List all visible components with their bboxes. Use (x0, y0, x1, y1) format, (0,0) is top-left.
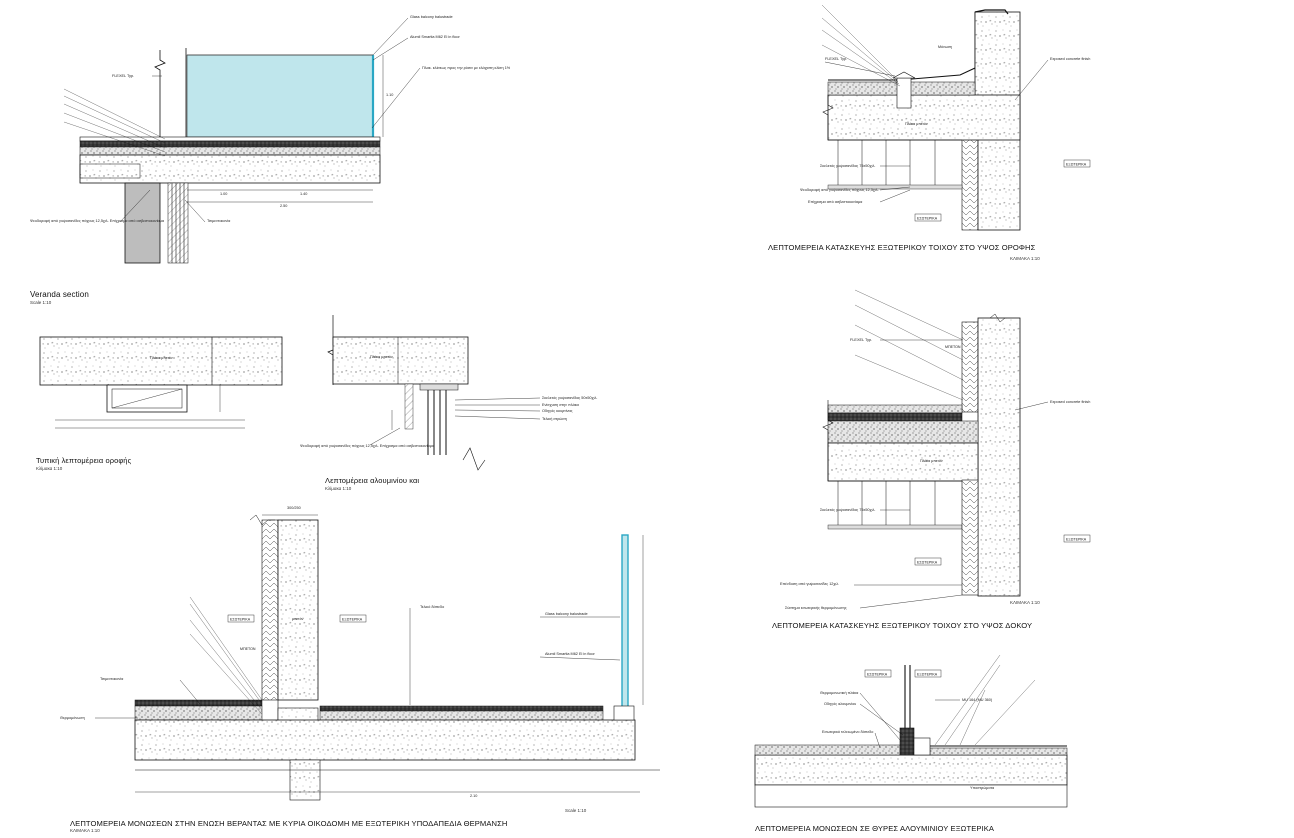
veranda-insulation-detail: 300/250 μπετόν 2.10 ΕΣΩΤΕΡΙΚΑ ΕΞΩΤΕΡΙΚΑ … (60, 506, 660, 833)
wall-roof-insul-label: Μόνωση (938, 45, 952, 49)
wall-roof-tag-outside: ΕΞΩΤΕΡΙΚΑ (1066, 163, 1087, 167)
wall-roof-title: ΛΕΠΤΟΜΕΡΕΙΑ ΚΑΤΑΣΚΕΥΗΣ ΕΞΩΤΕΡΙΚΟΥ ΤΟΙΧΟΥ… (768, 243, 1036, 252)
wall-concrete-label: μπετόν (292, 617, 304, 621)
door-note-layers: Υποστρώματα (970, 786, 995, 790)
door-profile (899, 727, 915, 756)
typical-roof-detail: Πλάκα μπετόν Τυπική λεπτομέρεια οροφής Κ… (36, 336, 283, 471)
veranda-leader-stack (63, 88, 166, 157)
door-note-plate: Θερμομονωτική πλάκα (820, 691, 859, 695)
insulation-detail-title: ΛΕΠΤΟΜΕΡΕΙΑ ΜΟΝΩΣΕΩΝ ΣΤΗΝ ΕΝΩΣΗ ΒΕΡΑΝΤΑΣ… (70, 819, 507, 828)
veranda-dim-4: 1.10 (386, 93, 393, 97)
aluminium-note-5: Ψευδοροφή από γυψοσανίδες πάχους 12,5χιλ… (300, 444, 435, 448)
door-tag-inside: ΕΣΩΤΕΡΙΚΑ (867, 673, 888, 677)
wall-beam-concrete-tag: ΜΠΕΤΟΝ (945, 345, 961, 349)
wall-beam-note-board: Επένδυση από γυψοσανίδες 12χιλ. (780, 582, 839, 586)
insulation-note-mortar: Τσιμεντοκονία (100, 677, 124, 681)
aluminium-note-1: Σκελετός γυψοσανίδας 50x50χιλ. (542, 396, 597, 400)
wall-beam-scale: ΚΛΙΜΑΚΑ 1:10 (1010, 600, 1040, 605)
veranda-section-scale: Scale 1:10 (30, 300, 52, 305)
wall-beam-note-frame: Σκελετός γυψοσανίδας 75x50χιλ. (820, 508, 875, 512)
wall-roof-scale: ΚΛΙΜΑΚΑ 1:10 (1010, 256, 1040, 261)
veranda-note-flexel: FLEXEL Typ. (112, 74, 134, 78)
tag-concrete: ΜΠΕΤΟΝ (240, 647, 256, 651)
wall-roof-note-plaster: Επίχρισμα από ασβεστοκονίαμα (808, 200, 863, 204)
door-note-mu: MU 164 (MU 360) (962, 698, 993, 702)
roof-detail-scale: Κλίμακα 1:10 (36, 466, 63, 471)
tag-inside: ΕΣΩΤΕΡΙΚΑ (230, 618, 251, 622)
veranda-section-title: Veranda section (30, 290, 89, 299)
aluminium-note-3: Οδηγός κουρτίνας (542, 409, 573, 413)
wall-beam-tag-outside: ΕΞΩΤΕΡΙΚΑ (1066, 538, 1087, 542)
veranda-dim-2: 1.40 (300, 192, 307, 196)
door-note-guide: Οδηγός αλουμινίου (824, 702, 856, 706)
aluminium-note-4: Τελική στρώση (542, 417, 567, 421)
glass-balustrade (186, 54, 374, 138)
aluminium-note-2: Ενίσχυση στην πλάκα (542, 403, 580, 407)
floor-dim: 2.10 (470, 794, 477, 798)
wall-roof-leader-stack (821, 4, 901, 87)
veranda-note-slope: Πλακ. κλίσεως προς την ρύσιν με ελάχιστη… (422, 66, 511, 70)
insulation-note-alumil: Alumil Smartia M62 Ei in floor (545, 652, 596, 656)
beam-slab (827, 442, 979, 482)
tag-outside: ΕΞΩΤΕΡΙΚΑ (342, 618, 363, 622)
wall-roof-slab-label: Πλάκα μπετόν (905, 122, 928, 126)
wall-beam-note-flexel: FLEXEL Typ. (850, 338, 872, 342)
wall-roof-note-ceiling: Ψευδοροφή από γυψοσανίδες πάχους 12,5χιλ… (800, 188, 879, 192)
aluminium-detail-title: Λεπτομέρεια αλουμινίου και (325, 476, 419, 485)
building-wall (277, 519, 319, 701)
veranda-section-detail: 1.00 1.40 2.50 1.10 Glass balcony balust… (30, 15, 511, 305)
wall-dim: 300/250 (287, 506, 301, 510)
insulation-note-glass: Glass balcony balustrade (545, 612, 588, 616)
insulation-detail-scale: ΚΛΙΜΑΚΑ 1:10 (70, 828, 100, 833)
veranda-note-ceiling: Ψευδοροφή από γυψοσανίδες πάχους 12,5χιλ… (30, 219, 165, 223)
floor-slab (134, 719, 636, 761)
aluminium-detail-scale: Κλίμακα 1:10 (325, 486, 352, 491)
aluminium-detail: Πλάκα μπετόν Σκελετός γυψοσανίδας 50x50χ… (300, 315, 597, 491)
veranda-note-glass: Glass balcony balustrade (410, 15, 453, 19)
roof-slab (827, 94, 1021, 141)
wall-beam-slab-label: Πλάκα μπετόν (920, 459, 943, 463)
door-note-floor: Εσωτερικό τελειωμένο δάπεδο (822, 730, 873, 734)
wall-beam-note-finish: Exposed concrete finish (1050, 400, 1090, 404)
wall-beam-leader-stack (854, 289, 964, 401)
wall-roof-tag-inside: ΕΣΩΤΕΡΙΚΑ (917, 217, 938, 221)
wall-roof-note-flexel: FLEXEL Typ. (825, 57, 847, 61)
wall-beam-detail: Πλάκα μπετόν ΜΠΕΤΟΝ ΕΣΩΤΕΡΙΚΑ ΕΞΩΤΕΡΙΚΑ … (772, 289, 1090, 630)
aluminium-doors-detail: ΕΣΩΤΕΡΙΚΑ ΕΞΩΤΕΡΙΚΑ Θερμομονωτική πλάκα … (754, 654, 1068, 833)
insulation-scale-right: Scale 1:10 (565, 808, 587, 813)
veranda-dim-3: 2.50 (280, 204, 287, 208)
wall-beam-tag-inside: ΕΣΩΤΕΡΙΚΑ (917, 561, 938, 565)
roof-slab-label: Πλάκα μπετόν (150, 356, 173, 360)
roof-detail-title: Τυπική λεπτομέρεια οροφής (36, 456, 132, 465)
insulation-note-floor: Τελικό δάπεδο (420, 605, 444, 609)
beam-wall (977, 317, 1021, 597)
insulation-note-thermal: Θερμομόνωση (60, 716, 85, 720)
column (124, 182, 161, 264)
aluminium-doors-title: ΛΕΠΤΟΜΕΡΕΙΑ ΜΟΝΩΣΕΩΝ ΣΕ ΘΥΡΕΣ ΑΛΟΥΜΙΝΙΟΥ… (755, 824, 995, 833)
wall-roof-note-frame: Σκελετός γυψοσανίδας 75x50χιλ. (820, 164, 875, 168)
veranda-note-alumil: Alumil Smartia M62 Ei in floor (410, 35, 461, 39)
balustrade-glass (621, 534, 629, 711)
wall-roof-note-finish: Exposed concrete finish (1050, 57, 1090, 61)
veranda-slab (79, 154, 381, 184)
wall-beam-title: ΛΕΠΤΟΜΕΡΕΙΑ ΚΑΤΑΣΚΕΥΗΣ ΕΞΩΤΕΡΙΚΟΥ ΤΟΙΧΟΥ… (772, 621, 1032, 630)
wall-roof-detail: Πλάκα μπετόν Μόνωση ΕΣΩΤΕΡΙΚΑ ΕΞΩΤΕΡΙΚΑ … (768, 4, 1090, 261)
veranda-note-mortar: Τσιμεντοκονία (207, 219, 231, 223)
veranda-dim-1: 1.00 (220, 192, 227, 196)
aluminium-slab-label: Πλάκα μπετόν (370, 355, 393, 359)
wall-beam-note-system: Σύστημα εσωτερικής θερμομόνωσης (785, 606, 847, 610)
door-leader-stack (934, 654, 1036, 746)
insulation-leader-stack (189, 596, 263, 715)
door-slab (754, 754, 1068, 786)
door-tag-outside: ΕΞΩΤΕΡΙΚΑ (917, 673, 938, 677)
